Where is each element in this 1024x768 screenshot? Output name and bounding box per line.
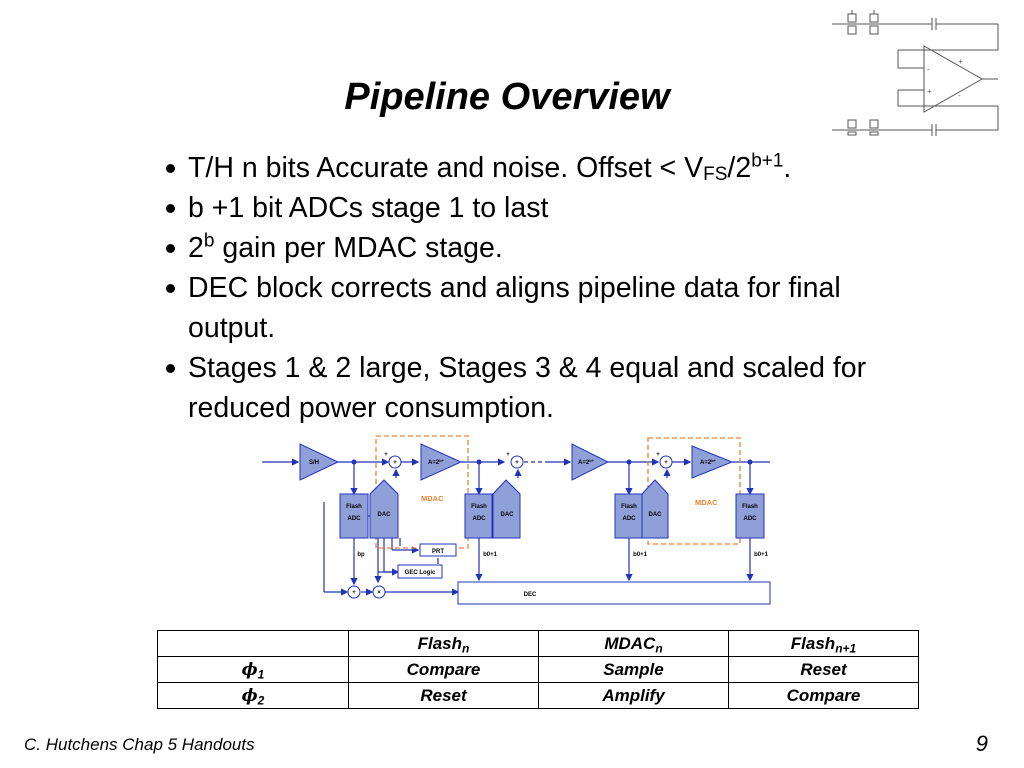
bullet-item: 2b gain per MDAC stage.	[160, 228, 930, 268]
svg-text:+: +	[664, 460, 668, 466]
multiplier-node	[372, 585, 386, 599]
mdac-label: MDAC	[695, 498, 718, 507]
svg-text:+: +	[927, 87, 932, 96]
slide-title: Pipeline Overview	[344, 76, 670, 118]
table-cell: Reset	[728, 656, 919, 683]
table-cell: Compare	[348, 656, 539, 683]
svg-text:ADC: ADC	[348, 516, 362, 522]
table-cell: Amplify	[538, 682, 729, 709]
dac-block	[369, 479, 399, 539]
bullet-item: DEC block corrects and aligns pipeline d…	[160, 268, 930, 348]
sh-amplifier	[299, 443, 340, 481]
svg-text:-: -	[958, 91, 961, 100]
svg-text:DAC: DAC	[501, 512, 515, 518]
svg-text:GEC Logic: GEC Logic	[405, 570, 436, 576]
table-header-row: Flashn MDACn Flashn+1	[157, 630, 919, 657]
table-header-cell: Flashn	[348, 630, 539, 657]
summing-node	[347, 585, 361, 599]
summing-node	[510, 455, 524, 469]
gain-amplifier	[420, 443, 463, 481]
svg-text:Flash: Flash	[621, 504, 637, 510]
svg-text:×: ×	[377, 590, 381, 596]
svg-text:PRT: PRT	[432, 549, 444, 555]
svg-text:Flash: Flash	[471, 504, 487, 510]
pipeline-diagram: MDAC MDAC S/H A=2b+ A=2b+ A=2b+	[262, 435, 771, 605]
flash-adc-block	[464, 493, 493, 539]
table-cell: Compare	[728, 682, 919, 709]
svg-text:b0+1: b0+1	[483, 552, 498, 558]
svg-text:Flash: Flash	[346, 504, 362, 510]
svg-text:+: +	[506, 452, 510, 458]
sc-amplifier-icon: + - - +	[832, 10, 999, 136]
gec-logic-block	[397, 564, 443, 579]
svg-text:DAC: DAC	[378, 512, 392, 518]
dac-block	[492, 479, 521, 539]
table-header-cell: MDACn	[538, 630, 729, 657]
svg-text:+: +	[384, 452, 388, 458]
svg-text:-: -	[927, 65, 930, 74]
bullet-list: T/H n bits Accurate and noise. Offset < …	[160, 148, 930, 428]
svg-text:bp: bp	[357, 552, 365, 558]
dac-block	[641, 479, 669, 539]
table-header-cell: Flashn+1	[728, 630, 919, 657]
summing-node	[659, 455, 673, 469]
gain-label: A=2b+	[578, 458, 595, 466]
svg-text:DEC: DEC	[524, 592, 537, 598]
table-row: ϕ2 Reset Amplify Compare	[157, 682, 919, 709]
bullet-item: b +1 bit ADCs stage 1 to last	[160, 188, 930, 228]
mdac-label: MDAC	[421, 494, 444, 503]
gain-amplifier	[571, 443, 610, 481]
svg-text:+: +	[393, 460, 397, 466]
svg-text:ADC: ADC	[623, 516, 637, 522]
page-number: 9	[975, 731, 988, 756]
bullet-item: Stages 1 & 2 large, Stages 3 & 4 equal a…	[160, 348, 930, 428]
flash-adc-block	[339, 493, 369, 539]
gain-label: A=2b+	[428, 458, 445, 466]
prt-block	[419, 543, 457, 557]
gain-label: A=2b+	[700, 458, 717, 466]
footer-text: C. Hutchens Chap 5 Handouts	[24, 735, 255, 754]
svg-text:+: +	[352, 590, 356, 596]
gain-amplifier	[691, 445, 734, 479]
svg-text:+: +	[958, 57, 963, 66]
bullet-item: T/H n bits Accurate and noise. Offset < …	[160, 148, 930, 188]
phase-table: Flashn MDACn Flashn+1 ϕ1 Compare Sample …	[157, 630, 919, 709]
table-cell: Sample	[538, 656, 729, 683]
summing-node	[388, 455, 402, 469]
svg-text:Flash: Flash	[742, 504, 758, 510]
svg-text:b0+1: b0+1	[754, 552, 769, 558]
svg-text:+: +	[515, 460, 519, 466]
svg-text:+: +	[656, 452, 660, 458]
dec-block	[457, 581, 771, 605]
flash-adc-block	[735, 493, 765, 539]
table-cell: Reset	[348, 682, 539, 709]
phase-label: ϕ2	[157, 682, 349, 709]
phase-label: ϕ1	[157, 656, 349, 683]
sh-label: S/H	[309, 460, 319, 466]
svg-text:ADC: ADC	[744, 516, 758, 522]
svg-text:DAC: DAC	[649, 512, 663, 518]
svg-text:ADC: ADC	[473, 516, 487, 522]
table-row: ϕ1 Compare Sample Reset	[157, 656, 919, 683]
svg-text:b0+1: b0+1	[633, 552, 648, 558]
